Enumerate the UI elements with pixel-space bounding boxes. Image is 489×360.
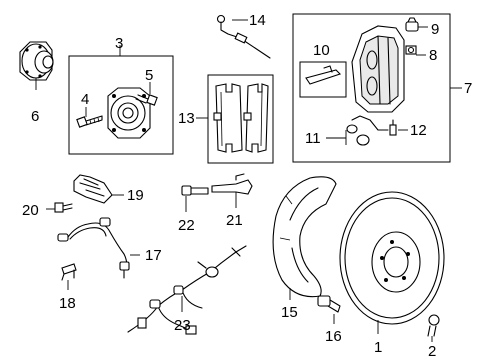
- callout-14: 14: [249, 12, 266, 29]
- callout-16: 16: [325, 328, 342, 345]
- wear-sensor-wire-icon: [216, 14, 271, 59]
- dust-shield-icon: [272, 176, 337, 300]
- callout-13: 13: [178, 110, 195, 127]
- bearing-group-box: [68, 55, 174, 155]
- wheel-speed-sensor-icon: [211, 173, 253, 208]
- callout-23: 23: [174, 317, 191, 334]
- bolt-icon: [181, 185, 209, 212]
- callout-3: 3: [115, 35, 123, 52]
- brake-caliper-icon: [351, 25, 405, 113]
- wiring-harness-icon: [127, 245, 247, 335]
- nut-icon: [405, 17, 428, 56]
- callout-21: 21: [226, 212, 243, 229]
- callout-9: 9: [431, 21, 439, 38]
- callout-8: 8: [429, 47, 437, 64]
- brake-hose-fitting-icon: [326, 115, 408, 146]
- hub-flange-icon: [19, 41, 54, 90]
- callout-2: 2: [428, 343, 436, 360]
- callout-18: 18: [59, 295, 76, 312]
- callout-15: 15: [281, 304, 298, 321]
- brake-rotor-icon: [339, 191, 445, 334]
- bolt-icon: [317, 295, 341, 324]
- callout-19: 19: [127, 187, 144, 204]
- callout-7: 7: [464, 80, 472, 97]
- callout-12: 12: [410, 122, 427, 139]
- callout-22: 22: [178, 217, 195, 234]
- clip-icon: [305, 65, 342, 85]
- bolt-icon: [76, 82, 158, 128]
- sensor-clip-icon: [73, 174, 124, 204]
- clip-icon: [61, 263, 77, 290]
- abs-sensor-icon: [57, 217, 140, 279]
- bolt-icon: [427, 314, 440, 342]
- callout-11: 11: [305, 130, 321, 147]
- wheel-bearing-icon: [107, 87, 151, 139]
- brake-pad-box: [207, 74, 274, 164]
- bolt-icon: [46, 202, 73, 213]
- callout-10: 10: [313, 42, 330, 59]
- callout-6: 6: [31, 108, 39, 125]
- callout-17: 17: [145, 247, 162, 264]
- callout-5: 5: [145, 67, 153, 84]
- brake-pad-icon: [213, 83, 269, 153]
- callout-4: 4: [81, 91, 89, 108]
- callout-20: 20: [22, 202, 39, 219]
- clip-box: [299, 61, 347, 98]
- callout-1: 1: [374, 339, 382, 356]
